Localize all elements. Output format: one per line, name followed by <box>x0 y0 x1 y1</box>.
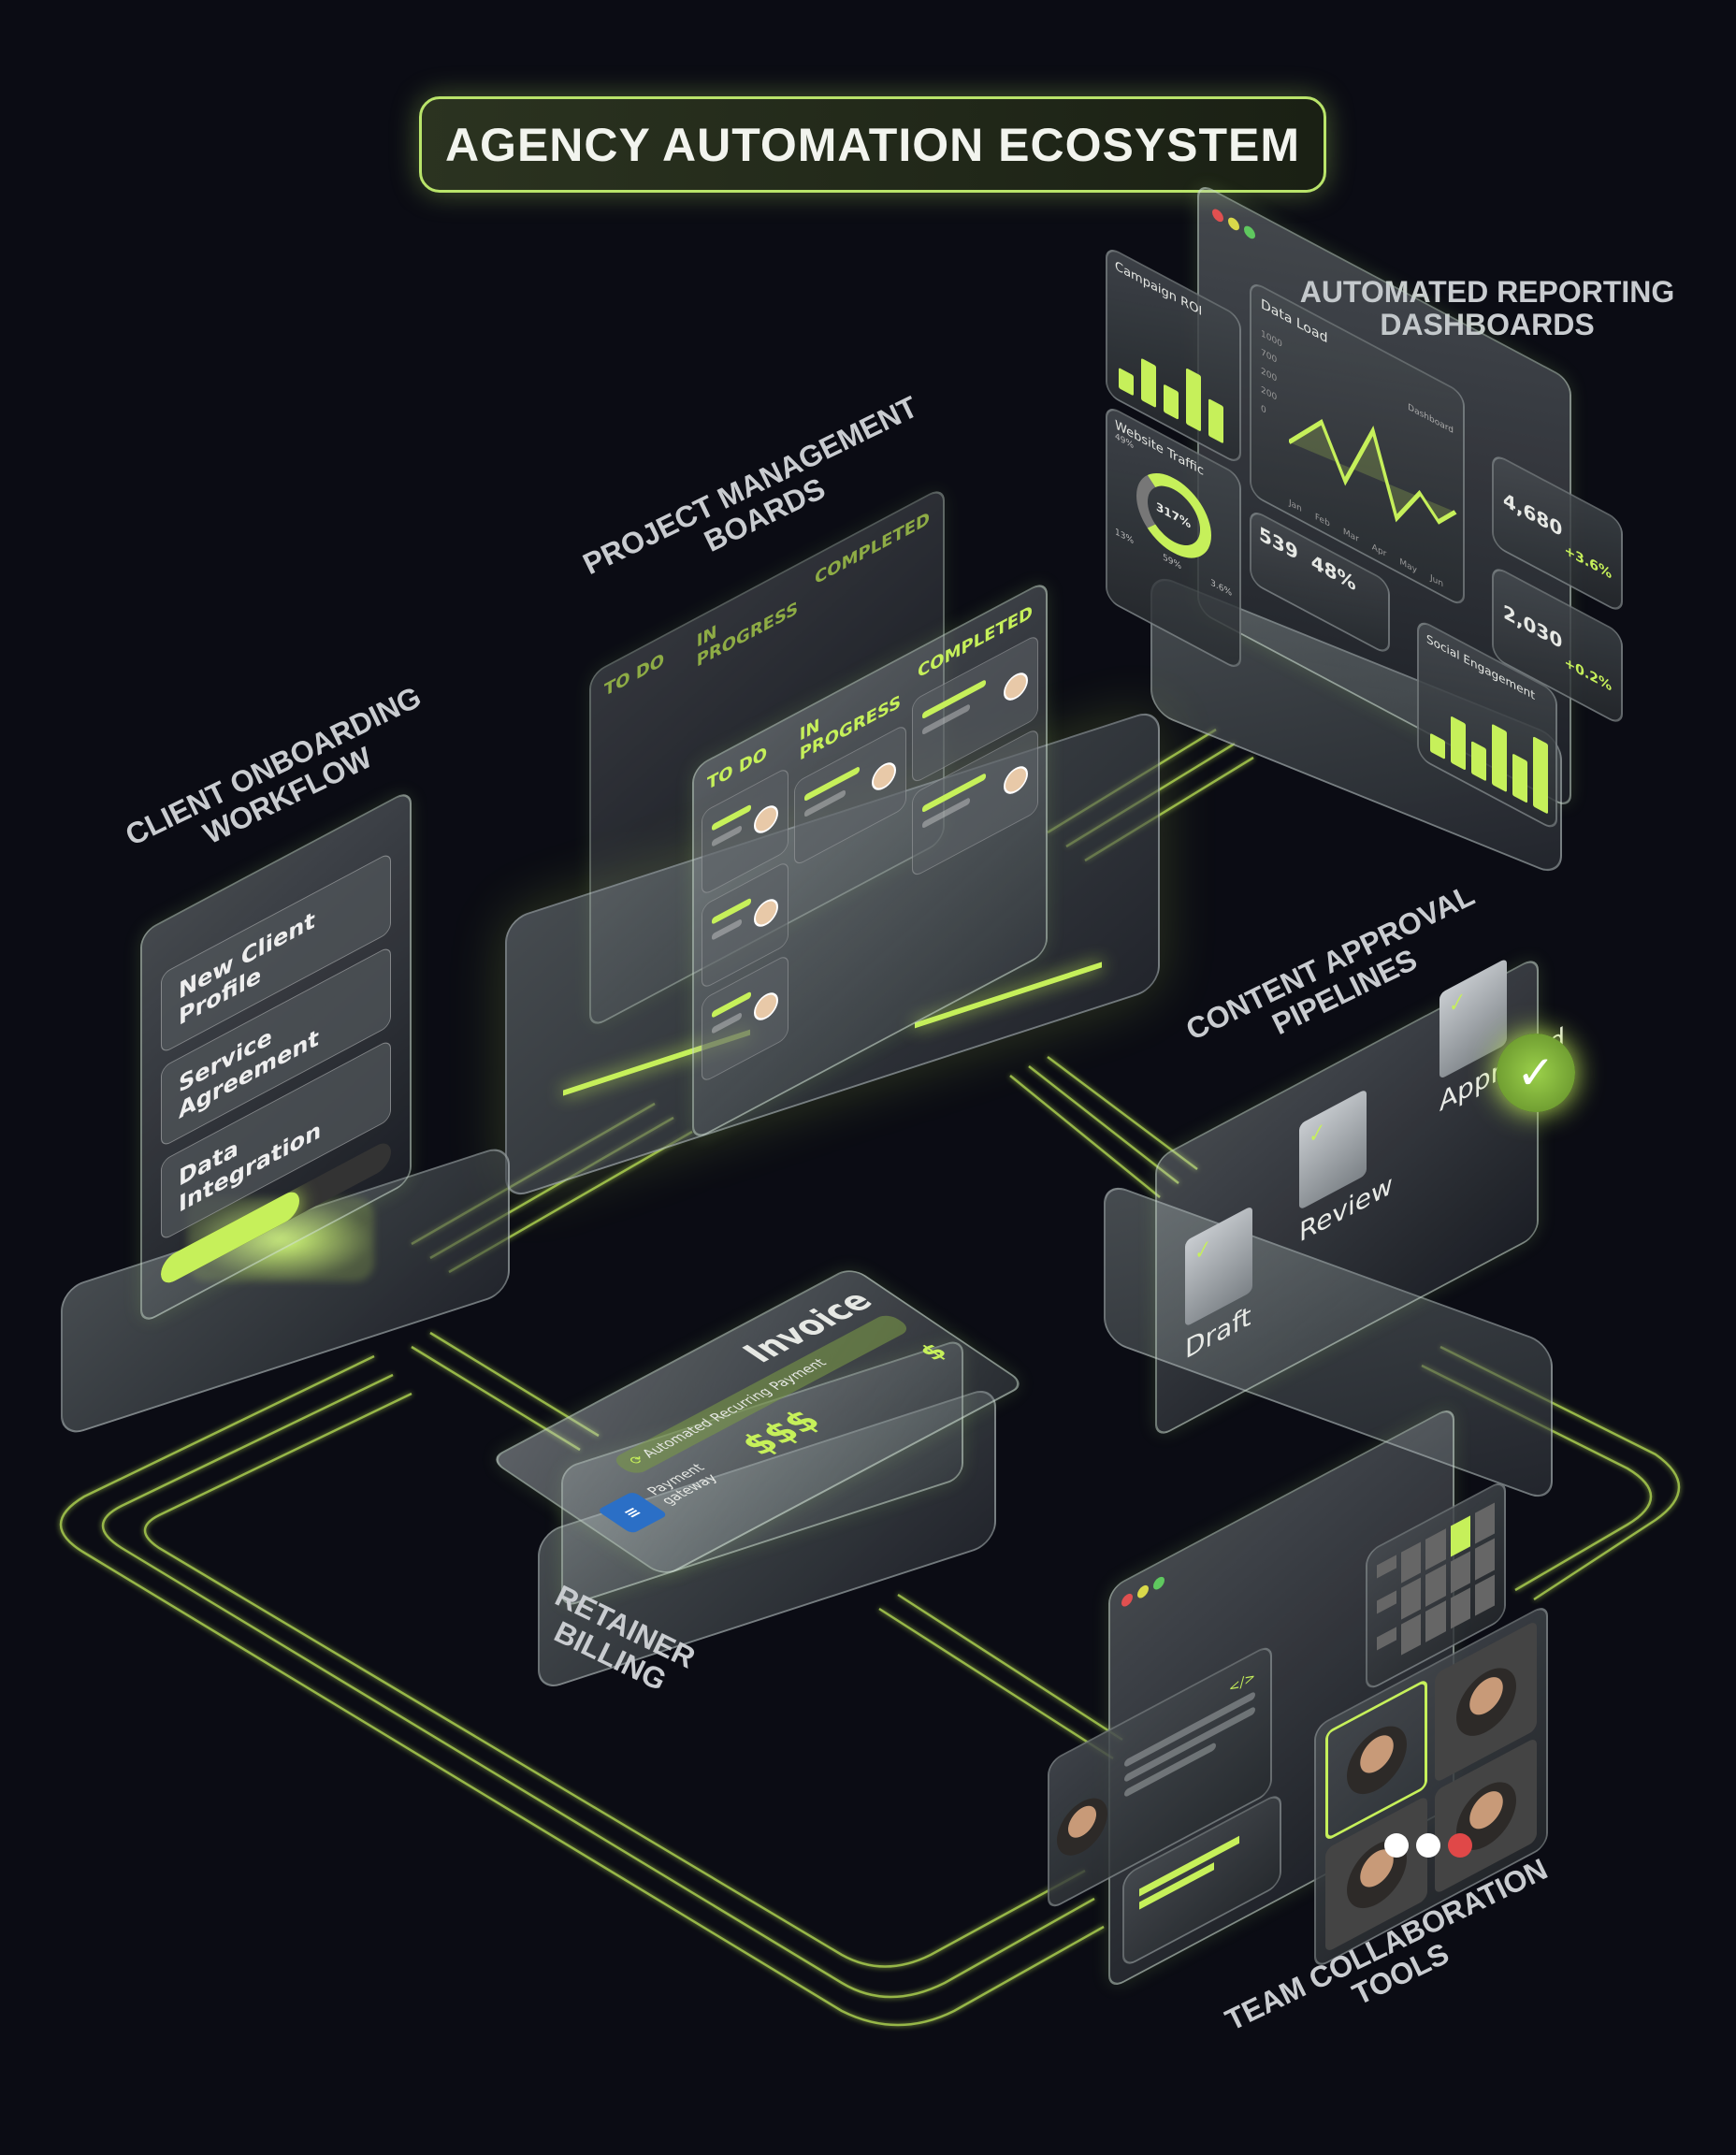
window-close-dot <box>1121 1591 1133 1609</box>
hang-up-button[interactable] <box>1448 1833 1472 1858</box>
x-tick: May <box>1399 557 1417 576</box>
avatar <box>1004 668 1028 705</box>
column-todo: TO DO <box>702 726 788 1127</box>
window-min-dot <box>1228 215 1240 233</box>
traffic-pct: 3.6% <box>1210 578 1232 600</box>
check-circle-icon: ✓ <box>1497 1034 1575 1112</box>
participant-avatar <box>1455 1656 1516 1748</box>
x-tick: Apr <box>1371 542 1387 560</box>
avatar <box>753 894 778 933</box>
mini-stat-value: 539 <box>1259 521 1298 565</box>
traffic-pct: 13% <box>1115 527 1135 547</box>
window-max-dot <box>1244 224 1256 241</box>
avatar <box>753 988 778 1026</box>
mini-stat-percent: 48% <box>1310 549 1356 596</box>
window-min-dot <box>1137 1583 1150 1600</box>
window-close-dot <box>1212 207 1223 224</box>
column-completed: COMPLETED <box>912 593 1038 1016</box>
avatar <box>753 801 778 839</box>
stage-review[interactable]: Review <box>1299 1075 1393 1249</box>
stage-draft[interactable]: Draft <box>1185 1205 1252 1366</box>
label-line: AUTOMATED REPORTING <box>1299 275 1675 309</box>
mic-button[interactable] <box>1384 1833 1409 1858</box>
x-tick: Feb <box>1314 512 1330 530</box>
title-banner: AGENCY AUTOMATION ECOSYSTEM <box>419 96 1326 193</box>
line-chart <box>1289 419 1457 525</box>
call-controls <box>1384 1833 1472 1858</box>
x-tick: Jun <box>1429 573 1444 590</box>
participant-avatar <box>1346 1714 1407 1806</box>
camera-button[interactable] <box>1416 1833 1440 1858</box>
donut-value: 317% <box>1155 499 1192 531</box>
avatar <box>1004 761 1028 799</box>
page-title: AGENCY AUTOMATION ECOSYSTEM <box>444 118 1301 171</box>
avatar <box>1057 1787 1107 1866</box>
x-tick: Mar <box>1342 527 1359 545</box>
column-in-progress: IN PROGRESS <box>793 663 907 1078</box>
avatar <box>872 758 897 795</box>
x-tick: Jan <box>1289 498 1302 515</box>
dollar-icon: $ <box>912 1338 955 1366</box>
label-line: DASHBOARDS <box>1380 308 1595 342</box>
window-max-dot <box>1153 1574 1165 1592</box>
